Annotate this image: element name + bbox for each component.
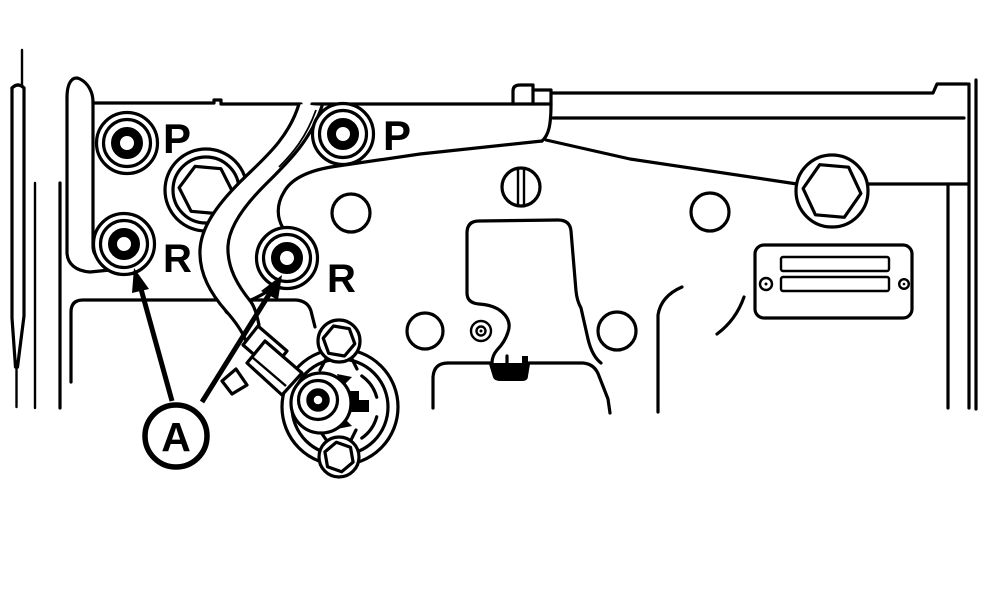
top-rail	[551, 78, 978, 411]
callout-a-label: A	[161, 414, 191, 460]
sensor-connector	[220, 324, 304, 397]
mounting-hole	[596, 310, 638, 352]
callout-a: A	[142, 402, 210, 470]
port-r-left	[91, 211, 157, 277]
arrowhead	[132, 268, 149, 293]
nameplate-screw	[758, 276, 774, 292]
sensor-assembly	[220, 318, 400, 479]
slotted-screw	[500, 166, 542, 208]
cover-plate	[465, 218, 603, 365]
port-p-left-label: P	[163, 115, 191, 162]
frame-edge-lines-left	[33, 181, 62, 410]
dipstick-rod	[10, 48, 26, 409]
hex-plug-right	[794, 153, 870, 229]
port-p-right	[310, 101, 376, 167]
arrow-to-left-r-port	[132, 268, 175, 402]
nameplate-slot	[779, 255, 891, 273]
port-p-right-label: P	[383, 112, 411, 159]
port-r-right-label: R	[327, 257, 356, 301]
sensor-bottom-nut	[317, 435, 361, 479]
nameplate-screw	[898, 278, 911, 291]
small-screw	[469, 319, 493, 343]
nameplate	[753, 243, 914, 320]
nameplate-slot	[779, 275, 891, 293]
port-r-right	[254, 225, 320, 291]
mount-tab-tick	[522, 356, 528, 367]
mounting-hole	[689, 191, 731, 233]
mounting-hole	[405, 311, 445, 351]
mount-tab	[488, 363, 531, 381]
hose-band	[198, 102, 324, 343]
plate-bottom-edge	[431, 354, 612, 415]
port-r-left-label: R	[163, 237, 192, 281]
sensor-top-nut	[316, 318, 362, 364]
callout-a-circle	[142, 402, 210, 470]
sensor-body	[289, 371, 353, 435]
arrow-to-right-r-port	[199, 275, 282, 404]
sensor-key-mark	[350, 391, 369, 412]
arrowhead	[261, 275, 282, 300]
port-p-left	[94, 110, 160, 176]
mounting-hole	[330, 192, 372, 234]
